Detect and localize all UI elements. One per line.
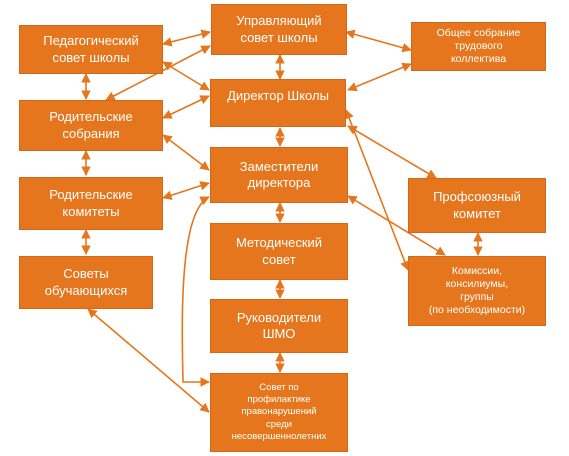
- node-prevention-council: Совет по профилактике правонарушений сре…: [210, 373, 348, 452]
- node-director-label: Директор Школы: [227, 88, 329, 103]
- node-pedagogical-council: Педагогический совет школы: [19, 25, 163, 74]
- arrow-students-prevention: [87, 308, 210, 413]
- arrow-pedagogical-governing: [162, 29, 211, 47]
- arrow-parentmeetings-director: [162, 95, 210, 119]
- node-deputy-directors: Заместители директора: [210, 147, 348, 203]
- node-parent-committees: Родительские комитеты: [19, 177, 163, 230]
- node-general-assembly: Общее собрание трудового коллектива: [411, 22, 546, 71]
- node-commissions: Комиссии, консилиумы, группы (по необход…: [408, 256, 546, 326]
- node-director: Директор Школы: [210, 79, 346, 127]
- node-student-councils: Советы обучающихся: [19, 256, 153, 309]
- arrow-assembly-director: [347, 62, 412, 92]
- arrow-committees-deputy: [162, 181, 210, 200]
- arrow-governing-assembly: [345, 29, 412, 53]
- node-governing-council: Управляющий совет школы: [211, 4, 347, 55]
- node-parent-meetings: Родительские собрания: [19, 100, 163, 151]
- arrow-director-commissions: [344, 109, 410, 271]
- arrow-deputy-commissions: [347, 195, 446, 256]
- arrow-director-union: [347, 125, 437, 179]
- node-methodical-council: Методический совет: [210, 223, 348, 280]
- node-shmo-heads: Руководители ШМО: [210, 299, 348, 353]
- arrow-deputy-prevention: [181, 196, 210, 387]
- arrow-parentmeetings-deputy: [162, 134, 210, 171]
- node-union-committee: Профсоюзный комитет: [408, 178, 546, 233]
